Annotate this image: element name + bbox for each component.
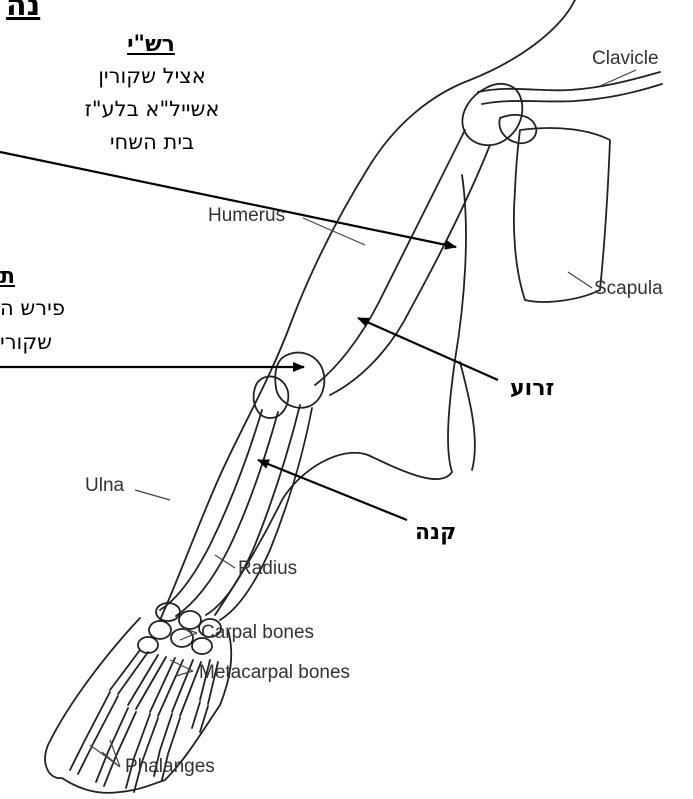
rashi-heading: רש"י [96, 32, 206, 57]
zroa-label: זרוע [510, 376, 554, 401]
left-note-heading: ת [0, 264, 20, 289]
page-title-fragment: נה [6, 0, 40, 23]
humerus-shaft [315, 130, 465, 385]
scapula-label: Scapula [594, 278, 663, 300]
left-note-line-2: שקורי [0, 330, 90, 354]
clavicle-bone [478, 72, 660, 92]
arm-outline-top [160, 0, 575, 620]
torso-line [460, 362, 475, 470]
scapula-bone [514, 128, 610, 302]
rashi-line-3: בית השחי [52, 130, 252, 154]
humerus-label: Humerus [208, 205, 285, 227]
left-note-line-1: פירש ה [0, 296, 92, 320]
elbow-joint [275, 353, 324, 408]
radius-label: Radius [238, 558, 297, 580]
rashi-line-1: אציל שקורין [52, 64, 252, 88]
metacarpal-bones-label: Metacarpal bones [199, 662, 350, 684]
carpal-bones-label: Carpal bones [201, 622, 314, 644]
zroa-arrow [358, 318, 498, 380]
clavicle-label: Clavicle [592, 48, 659, 70]
kaneh-label: קנה [415, 520, 456, 545]
kaneh-arrow [258, 460, 407, 520]
ulna-label: Ulna [85, 475, 124, 497]
rashi-arrow [0, 152, 456, 247]
phalanges-label: Phalanges [125, 756, 215, 778]
rashi-line-2: אשייל"א בלע"ז [52, 97, 252, 121]
